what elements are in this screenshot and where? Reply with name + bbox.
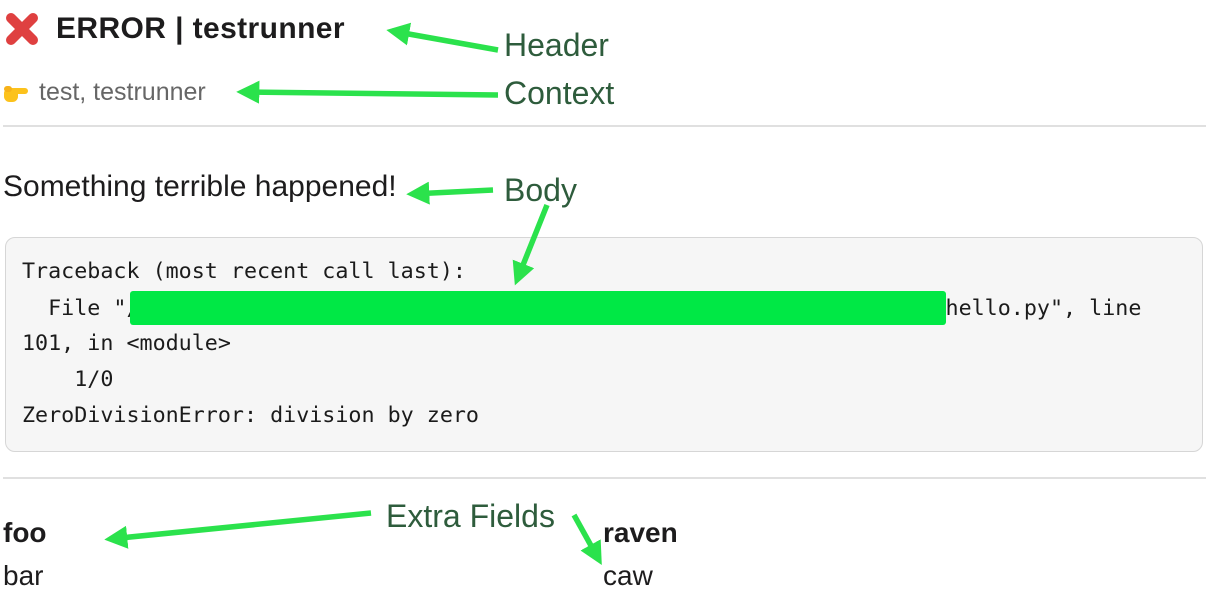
cross-mark-icon: [6, 13, 38, 45]
context-annotation-arrow: [236, 80, 499, 104]
message-header: ERROR | testrunner: [3, 10, 345, 48]
code-line: 101, in <module>: [22, 331, 231, 356]
divider: [3, 125, 1206, 127]
field-name: raven: [603, 517, 678, 548]
code-line: Traceback (most recent call last):: [22, 259, 466, 284]
extra-field-raven: raven caw: [603, 518, 863, 590]
field-value: caw: [603, 560, 653, 591]
code-line-suffix: hello.py", line: [945, 295, 1142, 321]
context-text: test, testrunner: [39, 78, 206, 106]
header-annotation-arrow: [386, 22, 499, 53]
annotation-label-context: Context: [504, 75, 615, 111]
code-line: File "/ hello.py", line: [22, 290, 1190, 326]
code-line-prefix: File "/: [22, 295, 140, 321]
body-annotation-arrow: [406, 181, 494, 205]
redacted-path-block: [129, 291, 946, 325]
divider: [3, 477, 1206, 479]
header-title: ERROR | testrunner: [56, 12, 345, 45]
body-text: Something terrible happened!: [3, 170, 397, 203]
annotation-label-extra-fields: Extra Fields: [386, 498, 555, 534]
annotation-label-body: Body: [504, 172, 577, 208]
code-line: 1/0: [22, 367, 114, 392]
annotation-label-header: Header: [504, 27, 609, 63]
extra-field-foo: foo bar: [3, 518, 263, 590]
traceback-code-block: Traceback (most recent call last): File …: [5, 237, 1203, 452]
field-name: foo: [3, 517, 47, 548]
field-value: bar: [3, 560, 44, 591]
pointing-right-icon: [4, 86, 28, 102]
message-context: test, testrunner: [3, 78, 206, 107]
code-line: ZeroDivisionError: division by zero: [22, 403, 479, 428]
extra-fields-right-annotation-arrow: [571, 513, 602, 566]
